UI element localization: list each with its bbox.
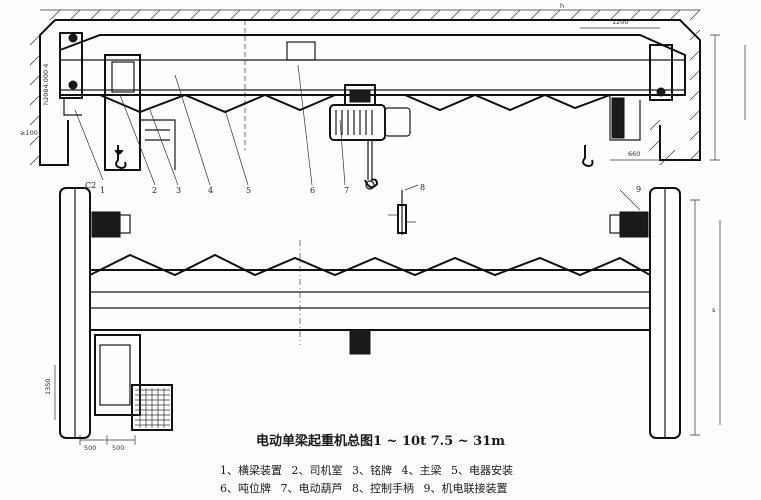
callout-8: 8 [420, 183, 425, 192]
dim-left-span: 1350 [44, 378, 52, 395]
end-carriage-right [609, 44, 673, 141]
legend-item-1: 1、横梁装置 [220, 464, 282, 477]
control-pendant [388, 190, 416, 235]
dim-bottom-a: 500 [84, 444, 96, 452]
leader-lines [74, 64, 641, 211]
dim-left-vertical-b: ≥100 [20, 129, 38, 137]
dim-bottom-b: 500 [112, 444, 124, 452]
legend-item-2: 2、司机室 [291, 464, 343, 477]
legend-item-9: 9、机电联接装置 [423, 482, 508, 495]
callout-c2: C2 [85, 181, 96, 190]
callout-labels: 1 2 3 4 5 6 7 8 9 C2 [85, 181, 641, 195]
callout-4: 4 [208, 186, 213, 195]
operator-cabin-elevation [104, 54, 176, 171]
legend-item-6: 6、吨位牌 [220, 482, 271, 495]
diagram-title: 电动单梁起重机总图1 ~ 10t 7.5 ~ 31m [255, 434, 506, 449]
end-carriage-left [59, 32, 83, 116]
legend-row-2: 6、吨位牌 7、电动葫芦 8、控制手柄 9、机电联接装置 [220, 480, 514, 496]
dim-right-span: s [712, 306, 716, 314]
callout-3: 3 [176, 186, 181, 195]
dim-right-gap: 660 [628, 150, 640, 158]
hook-left [115, 145, 127, 170]
callout-2: 2 [152, 186, 157, 195]
legend-item-4: 4、主梁 [401, 464, 442, 477]
legend-item-8: 8、控制手柄 [352, 482, 414, 495]
legend-item-5: 5、电器安装 [451, 464, 513, 477]
legend-item-7: 7、电动葫芦 [280, 482, 343, 495]
plan-view [54, 187, 721, 445]
dim-top-right: 1200 [612, 18, 629, 26]
hook-right [582, 145, 594, 168]
callout-7: 7 [344, 186, 349, 195]
dim-left-vertical-a: h2084.000 4 [42, 64, 50, 105]
building-outline [29, 9, 746, 166]
electric-hoist [329, 84, 411, 190]
dimension-labels: 1200 660 h2084.000 4 ≥100 500 500 1350 s… [20, 2, 716, 452]
legend-item-3: 3、铭牌 [352, 464, 392, 477]
legend-row-1: 1、横梁装置 2、司机室 3、铭牌 4、主梁 5、电器安装 [220, 462, 519, 478]
dim-top-mark: h [560, 2, 564, 10]
callout-6: 6 [310, 186, 315, 195]
callout-1: 1 [100, 186, 105, 195]
callout-5: 5 [246, 186, 251, 195]
callout-9: 9 [636, 185, 641, 194]
